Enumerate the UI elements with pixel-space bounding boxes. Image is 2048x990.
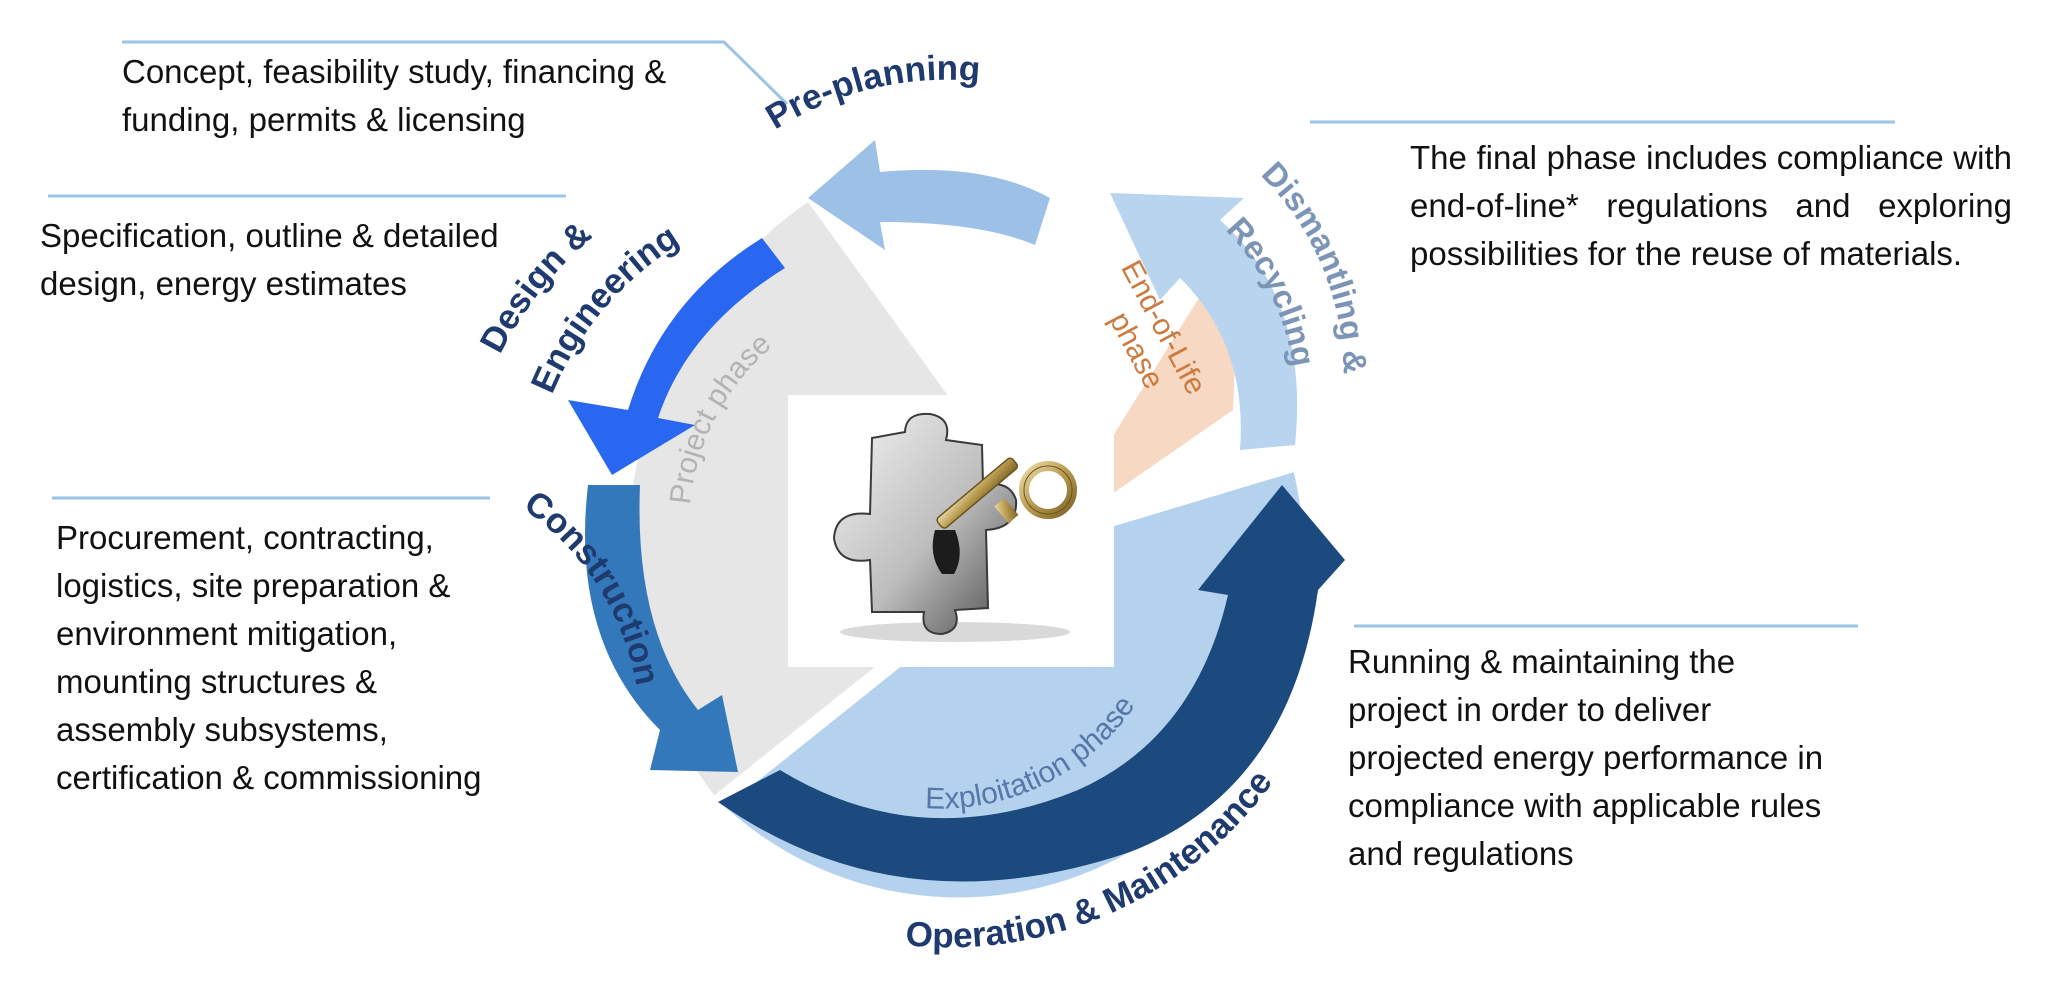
- operation-desc-line: compliance with applicable rules: [1348, 787, 1822, 824]
- construction-arrow: [585, 485, 738, 772]
- pre-planning-desc-line: funding, permits & licensing: [122, 101, 526, 138]
- design-desc-line: Specification, outline & detailed: [40, 217, 499, 254]
- puzzle-key-icon: [832, 412, 1077, 642]
- construction-description: Procurement, contracting, logistics, sit…: [56, 514, 482, 802]
- connector-lines: [48, 40, 1895, 628]
- operation-desc-line: and regulations: [1348, 835, 1574, 872]
- pre-planning-arrow: [808, 140, 1050, 250]
- dismantling-description: The final phase includes compliance with…: [1410, 139, 2012, 272]
- operation-desc-line: Running & maintaining the: [1348, 643, 1736, 680]
- operation-maintenance-arrow: [718, 485, 1345, 882]
- design-engineering-arrow: [568, 238, 785, 475]
- construction-desc-line: logistics, site preparation &: [56, 567, 451, 604]
- connector-pre-planning: [122, 40, 789, 106]
- pre-planning-label: Pre-planning: [759, 49, 981, 137]
- operation-desc-line: projected energy performance in: [1348, 739, 1824, 776]
- operation-desc-line: project in order to deliver: [1348, 691, 1712, 728]
- pre-planning-description: Concept, feasibility study, financing & …: [122, 48, 666, 144]
- construction-desc-line: mounting structures &: [56, 663, 377, 700]
- operation-description: Running & maintaining the project in ord…: [1348, 638, 1823, 878]
- construction-desc-line: environment mitigation,: [56, 615, 398, 652]
- construction-desc-line: Procurement, contracting,: [56, 519, 434, 556]
- construction-desc-line: certification & commissioning: [56, 759, 482, 796]
- pre-planning-desc-line: Concept, feasibility study, financing &: [122, 53, 667, 90]
- design-description: Specification, outline & detailed design…: [40, 212, 499, 308]
- construction-desc-line: assembly subsystems,: [56, 711, 388, 748]
- dismantling-recycling-arrow: [1110, 193, 1298, 450]
- design-desc-line: design, energy estimates: [40, 265, 407, 302]
